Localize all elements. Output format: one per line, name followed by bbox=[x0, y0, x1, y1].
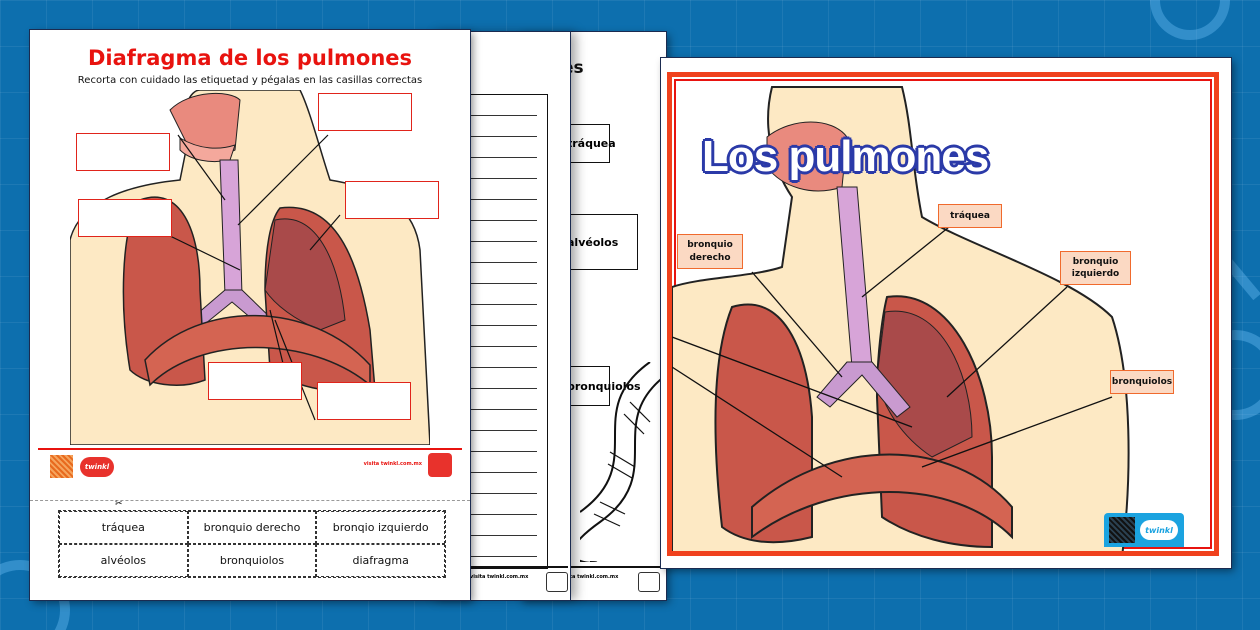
lungs-poster: Los pulmones tráquea bronquio derecho br… bbox=[661, 58, 1231, 568]
twinkl-logo-icon bbox=[546, 572, 568, 592]
footer-divider bbox=[38, 448, 462, 450]
respiratory-system-illustration bbox=[70, 90, 430, 445]
footer-url: visita twinkl.com.mx bbox=[470, 574, 529, 580]
cut-label-diafragma[interactable]: diafragma bbox=[316, 544, 445, 577]
twinkl-badge: twinkl bbox=[1104, 513, 1184, 547]
footer-url: visita twinkl.com.mx bbox=[363, 461, 422, 467]
blank-label-box-2[interactable] bbox=[76, 133, 170, 171]
cut-label-bronquio-izquierdo[interactable]: bronqio izquierdo bbox=[316, 511, 445, 544]
twinkl-badge-icon bbox=[428, 453, 452, 477]
magnifier-decoration-icon bbox=[1150, 0, 1230, 40]
poster-label-bronquio-derecho: bronquio derecho bbox=[677, 234, 743, 269]
twinkl-logo-icon bbox=[638, 572, 660, 592]
twinkl-logo: twinkl bbox=[80, 457, 114, 477]
cut-label-alveolos[interactable]: alvéolos bbox=[59, 544, 188, 577]
sheet-footer: visita twinkl.com.mx bbox=[560, 566, 660, 592]
footer-url: visita twinkl.com.mx bbox=[560, 574, 619, 580]
poster-frame: Los pulmones tráquea bronquio derecho br… bbox=[667, 72, 1219, 556]
qr-code-icon bbox=[50, 455, 73, 478]
blank-label-box-1[interactable] bbox=[318, 93, 412, 131]
cut-out-labels: tráquea bronquio derecho bronqio izquier… bbox=[58, 510, 446, 578]
dna-illustration-icon bbox=[580, 362, 666, 562]
poster-label-bronquio-izquierdo: bronquio izquierdo bbox=[1060, 251, 1131, 285]
cut-line bbox=[30, 500, 470, 501]
poster-respiratory-illustration bbox=[672, 86, 1130, 551]
worksheet-title: Diafragma de los pulmones bbox=[87, 46, 413, 70]
sheet-footer: visita twinkl.com.mx bbox=[470, 566, 568, 592]
cut-label-bronquio-derecho[interactable]: bronquio derecho bbox=[187, 511, 317, 544]
twinkl-logo: twinkl bbox=[1140, 520, 1178, 540]
blank-label-box-6[interactable] bbox=[317, 382, 411, 420]
worksheet-instructions: Recorta con cuidado las etiquetad y péga… bbox=[77, 75, 423, 86]
qr-code-icon bbox=[1109, 517, 1135, 543]
writing-lines-box bbox=[468, 94, 548, 569]
poster-label-traquea: tráquea bbox=[938, 204, 1002, 228]
blank-label-box-5[interactable] bbox=[208, 362, 302, 400]
poster-title: Los pulmones bbox=[702, 132, 989, 181]
blank-label-box-3[interactable] bbox=[345, 181, 439, 219]
cut-label-traquea[interactable]: tráquea bbox=[59, 511, 188, 544]
scissors-icon: ✂ bbox=[115, 499, 123, 509]
lung-diagram-worksheet: Diafragma de los pulmones Recorta con cu… bbox=[30, 30, 470, 600]
cut-label-bronquiolos[interactable]: bronquiolos bbox=[187, 544, 317, 577]
poster-label-bronquiolos: bronquiolos bbox=[1110, 370, 1174, 394]
blank-label-box-4[interactable] bbox=[78, 199, 172, 237]
